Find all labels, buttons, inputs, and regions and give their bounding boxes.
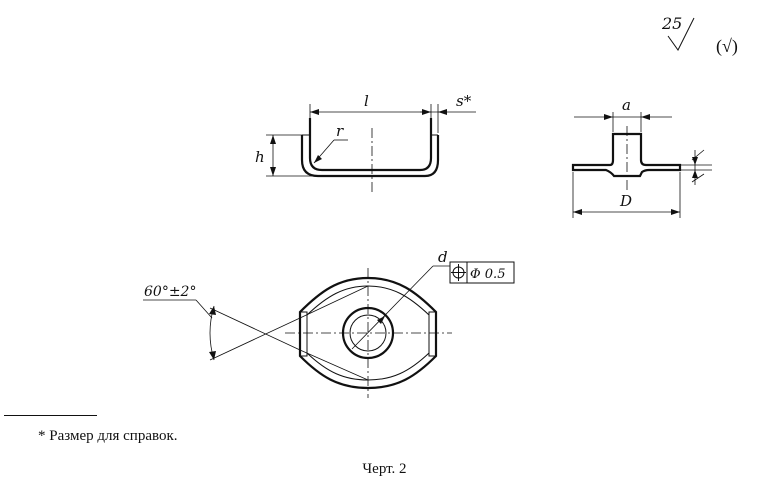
side-view: l s* r h	[255, 92, 476, 192]
length-label: l	[364, 92, 369, 110]
roughness-symbol: 25 (√)	[661, 14, 738, 57]
left-tab	[299, 311, 308, 357]
hole-label: d	[438, 248, 448, 266]
radius-label: r	[336, 122, 344, 140]
figure-caption: Черт. 2	[362, 461, 407, 477]
section-view: a D	[571, 96, 712, 218]
diameter-label: D	[619, 192, 632, 210]
angle-label: 60°±2°	[144, 284, 196, 300]
thickness-label: s*	[456, 92, 472, 110]
right-tab	[428, 311, 437, 357]
position-tolerance-value: Φ 0.5	[470, 267, 505, 282]
width-label: a	[622, 96, 631, 114]
height-label: h	[255, 148, 265, 166]
roughness-general-mark: (√)	[716, 36, 738, 57]
footnote: * Размер для справок.	[38, 428, 178, 444]
roughness-value: 25	[661, 14, 682, 33]
footnote-rule	[4, 415, 97, 416]
plan-view: d Φ 0.5 60°±2°	[143, 248, 515, 398]
tolerance-frame	[449, 261, 515, 284]
